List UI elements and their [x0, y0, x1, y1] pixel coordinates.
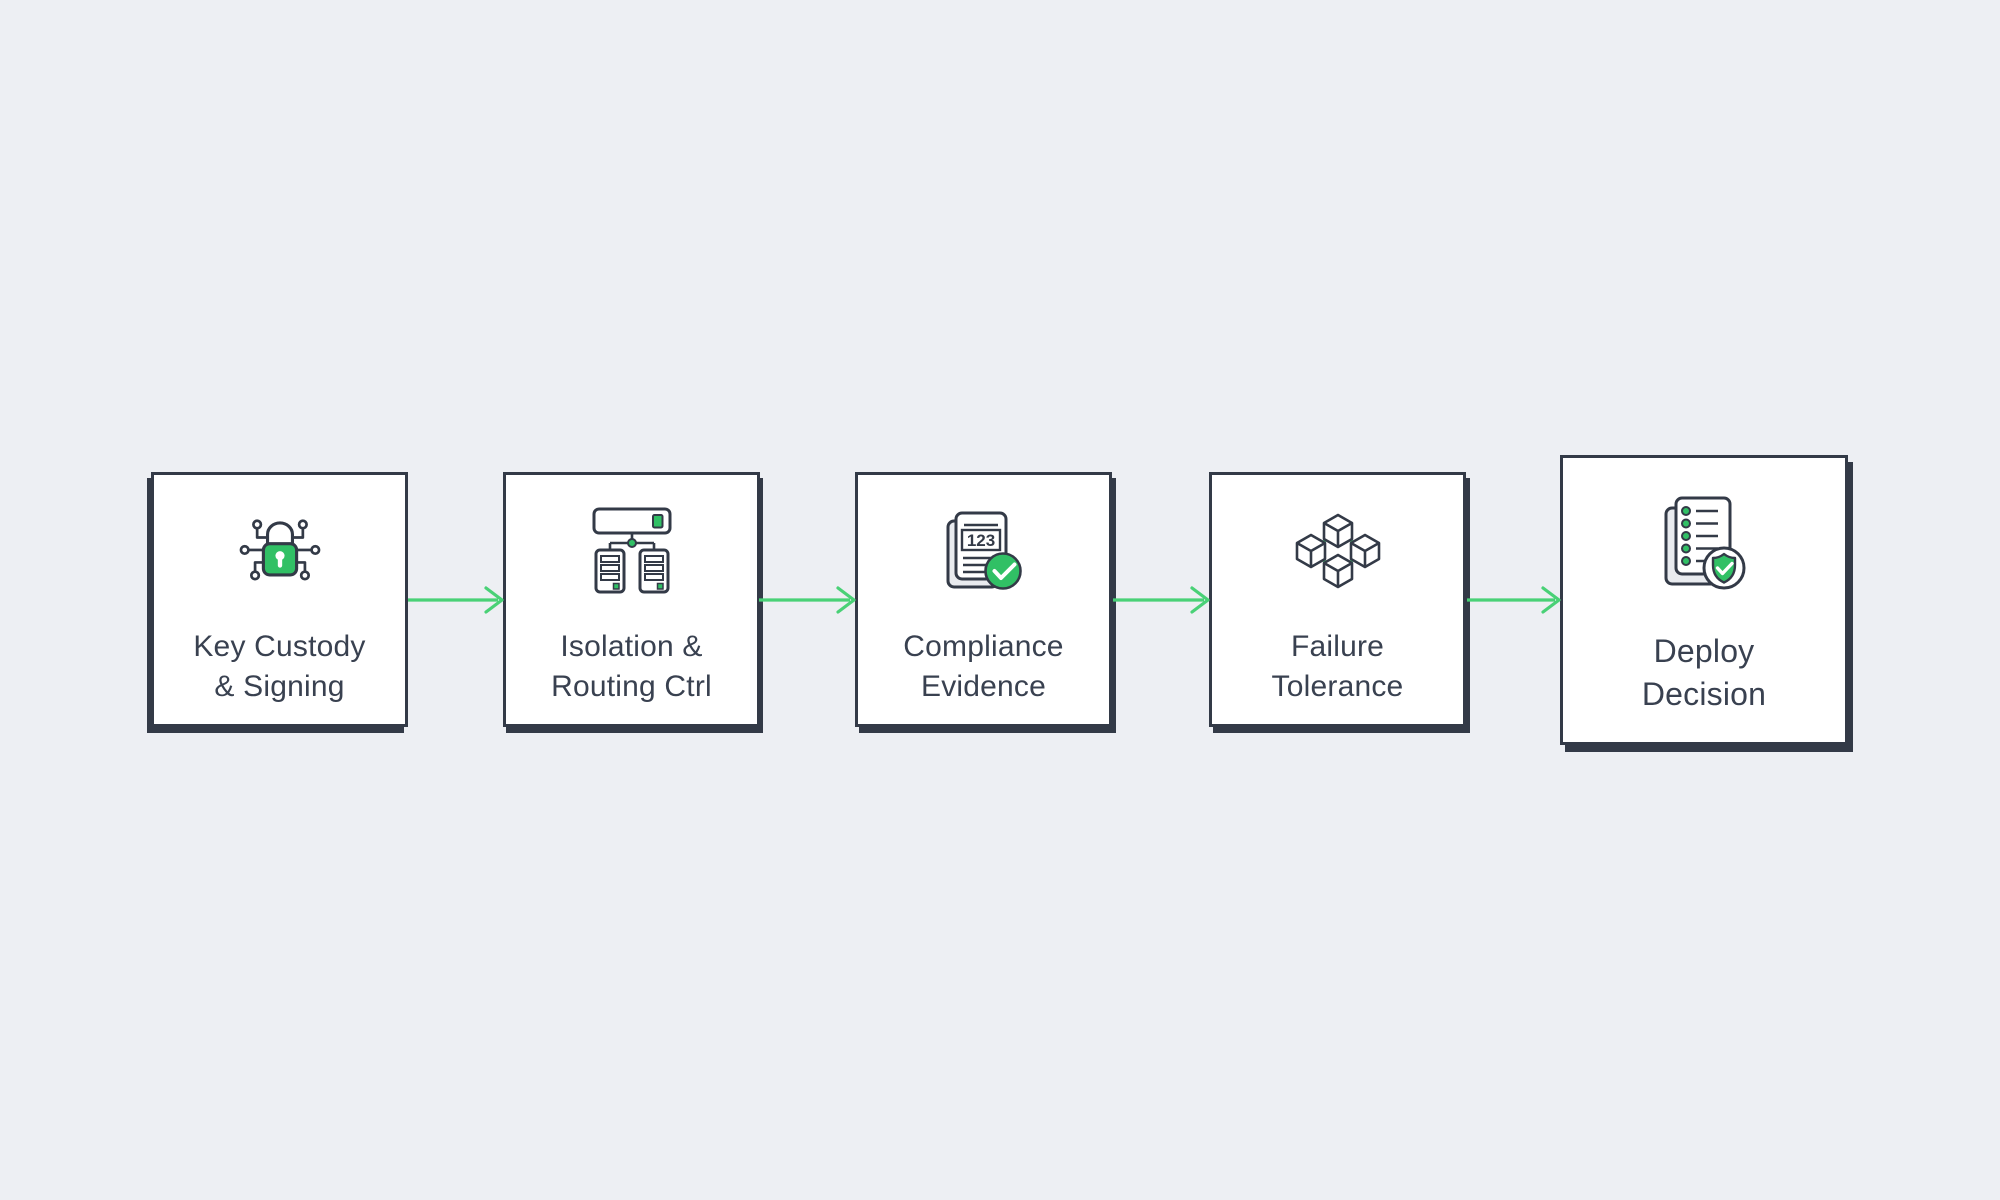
checklist-shield-icon [1664, 496, 1746, 590]
step-label: Deploy Decision [1642, 630, 1766, 716]
document-number-text: 123 [966, 531, 994, 550]
step-label-line2: Decision [1641, 676, 1767, 712]
step-label-line1: Deploy [1653, 633, 1755, 669]
step-icon-wrap: 123 [858, 475, 1109, 627]
document-123-check-icon: 123 [946, 511, 1022, 590]
step-label-line1: Isolation & [560, 630, 703, 663]
step-key-custody-signing: Key Custody & Signing [151, 472, 408, 727]
step-label: Key Custody & Signing [193, 627, 365, 707]
step-label-line2: Evidence [920, 670, 1046, 703]
step-icon-wrap [154, 475, 405, 627]
step-label-line2: & Signing [214, 670, 345, 703]
step-isolation-routing: Isolation & Routing Ctrl [503, 472, 760, 727]
step-label-line1: Key Custody [193, 630, 366, 663]
server-network-icon [592, 507, 671, 594]
step-label-line2: Routing Ctrl [551, 670, 712, 703]
step-failure-tolerance: Failure Tolerance [1209, 472, 1466, 727]
step-label: Isolation & Routing Ctrl [551, 627, 712, 707]
step-compliance-evidence: 123 Compliance Evidence [855, 472, 1112, 727]
step-label-line1: Compliance [903, 630, 1064, 663]
step-label: Compliance Evidence [903, 627, 1063, 707]
step-label-line1: Failure [1290, 630, 1385, 663]
step-icon-wrap [506, 475, 757, 627]
circuit-lock-icon [239, 519, 320, 581]
step-label-line2: Tolerance [1271, 670, 1404, 703]
flow-arrow [1467, 582, 1561, 618]
step-label: Failure Tolerance [1272, 627, 1404, 707]
flow-arrow [759, 582, 856, 618]
flow-arrow [1113, 582, 1210, 618]
step-icon-wrap [1563, 458, 1845, 630]
step-deploy-decision: Deploy Decision [1560, 455, 1848, 745]
flow-arrow [408, 582, 504, 618]
step-icon-wrap [1212, 475, 1463, 627]
cubes-cluster-icon [1295, 513, 1380, 589]
